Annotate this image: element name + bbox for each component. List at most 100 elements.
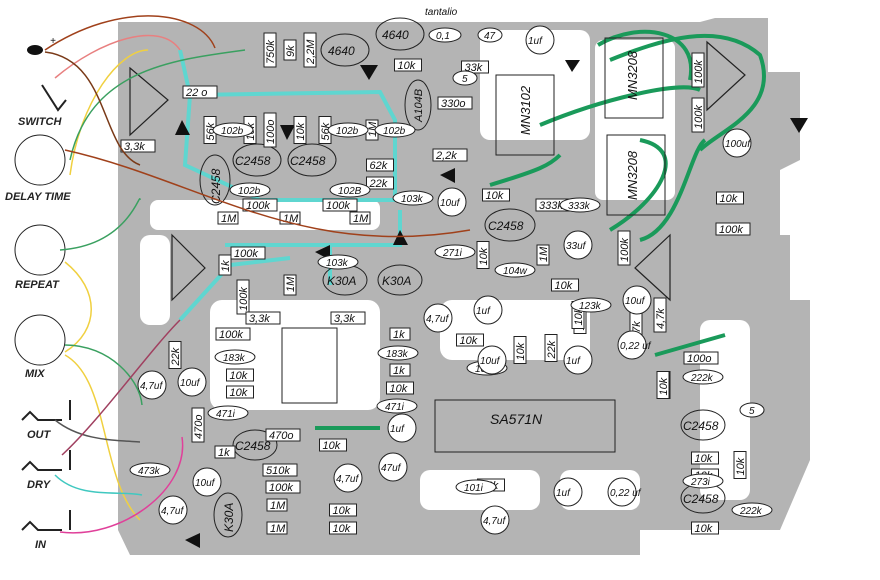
ic-sa571n: SA571N (434, 399, 616, 453)
svg-text:273i: 273i (690, 477, 711, 488)
svg-text:102b: 102b (238, 186, 261, 197)
resistor: 22 o (182, 85, 218, 99)
svg-text:0,22 uf: 0,22 uf (620, 341, 652, 352)
ic-mn3208-2: MN3208 (606, 134, 666, 216)
film-capacitor: 471i (207, 405, 249, 421)
svg-text:4,7uf: 4,7uf (140, 381, 163, 392)
svg-text:183k: 183k (223, 353, 246, 364)
resistor: 10k (293, 116, 307, 144)
svg-text:333k: 333k (539, 200, 563, 212)
svg-text:3,3k: 3,3k (124, 141, 145, 153)
svg-text:222k: 222k (739, 506, 763, 517)
resistor: 3,3k (245, 311, 281, 325)
svg-text:0,22 uf: 0,22 uf (610, 488, 642, 499)
resistor: 470o (191, 407, 205, 443)
svg-text:22 o: 22 o (185, 87, 207, 99)
delay-time-pot-icon[interactable] (14, 134, 66, 186)
svg-text:471i: 471i (385, 402, 405, 413)
svg-text:K30A: K30A (382, 274, 411, 288)
external-controls: + DELAY TIME REPEAT MIX SWITCH OUT DRY I… (5, 36, 71, 551)
svg-text:10uf: 10uf (440, 198, 461, 209)
svg-text:1k: 1k (220, 260, 232, 272)
resistor: 470o (265, 428, 301, 442)
svg-text:100o: 100o (687, 353, 711, 365)
resistor: 10k (551, 278, 579, 292)
svg-text:5: 5 (749, 406, 755, 417)
electrolytic-capacitor: 4,7uf (158, 495, 188, 525)
resistor: 100o (683, 351, 719, 365)
svg-text:1k: 1k (393, 365, 405, 377)
resistor: 10k (319, 438, 347, 452)
resistor: 100k (322, 198, 358, 212)
svg-text:10k: 10k (333, 505, 351, 517)
footswitch-icon[interactable] (41, 84, 67, 112)
svg-text:10k: 10k (323, 440, 341, 452)
svg-text:10k: 10k (695, 523, 713, 535)
resistor: 10k (329, 503, 357, 517)
resistor: 1M (283, 274, 297, 296)
svg-text:4640: 4640 (382, 28, 409, 42)
electrolytic-capacitor: 10uf (477, 345, 507, 375)
svg-text:4,7uf: 4,7uf (161, 506, 184, 517)
svg-text:10uf: 10uf (195, 478, 216, 489)
svg-text:100k: 100k (719, 224, 743, 236)
svg-text:47: 47 (484, 31, 496, 42)
electrolytic-capacitor: 4,7uf (423, 303, 453, 333)
svg-text:1uf: 1uf (390, 424, 405, 435)
resistor: 4,7k (653, 297, 667, 333)
svg-text:471i: 471i (216, 409, 236, 420)
resistor: 750k (263, 32, 277, 68)
svg-text:22k: 22k (546, 340, 558, 359)
electrolytic-capacitor: 1uf (473, 295, 503, 325)
electrolytic-capacitor: 10uf (192, 467, 222, 497)
resistor: 10k (476, 241, 490, 269)
svg-text:2,2M: 2,2M (305, 39, 317, 65)
repeat-pot-icon[interactable] (14, 224, 66, 276)
svg-text:470o: 470o (269, 430, 293, 442)
film-capacitor: 5 (452, 70, 478, 86)
svg-text:100k: 100k (326, 200, 350, 212)
svg-text:C2458: C2458 (290, 154, 326, 168)
film-capacitor: 102b (212, 122, 254, 138)
film-capacitor: 102b (374, 122, 416, 138)
svg-text:10k: 10k (695, 453, 713, 465)
svg-text:123k: 123k (579, 301, 602, 312)
svg-text:C2458: C2458 (209, 168, 223, 204)
film-capacitor: 473k (129, 462, 171, 478)
svg-text:62k: 62k (370, 160, 388, 172)
resistor: 10k (691, 521, 719, 535)
resistor: 100k (617, 230, 631, 266)
resistor: 10k (394, 58, 422, 72)
svg-text:10k: 10k (230, 387, 248, 399)
resistor: 100o (263, 112, 277, 148)
svg-text:4,7uf: 4,7uf (336, 474, 359, 485)
svg-text:MN3208: MN3208 (625, 50, 640, 100)
svg-text:3,3k: 3,3k (249, 313, 270, 325)
dry-jack-icon[interactable] (21, 450, 71, 471)
svg-text:10k: 10k (735, 457, 747, 475)
svg-text:100k: 100k (246, 200, 270, 212)
mix-pot-icon[interactable] (14, 314, 66, 366)
svg-text:222k: 222k (690, 373, 714, 384)
resistor: 100k (215, 327, 251, 341)
svg-text:47uf: 47uf (381, 463, 402, 474)
electrolytic-capacitor: 4,7uf (333, 463, 363, 493)
film-capacitor: 102B (329, 182, 371, 198)
transistor-labels: 4640 4640 A104B C2458 C2458 C2458 C2458 … (199, 17, 726, 538)
svg-text:+: + (50, 36, 56, 47)
svg-text:10k: 10k (555, 280, 573, 292)
film-capacitor: 183k (214, 349, 256, 365)
resistor: 10k (329, 521, 357, 535)
svg-text:750k: 750k (265, 40, 277, 64)
svg-text:104w: 104w (503, 266, 528, 277)
in-jack-icon[interactable] (21, 510, 71, 531)
ic-mn3102: MN3102 (495, 74, 555, 156)
svg-text:4,7uf: 4,7uf (426, 314, 449, 325)
film-capacitor: 271i (434, 244, 476, 260)
electrolytic-capacitor: 47uf (378, 452, 408, 482)
film-capacitor: 47 (477, 27, 503, 43)
out-jack-icon[interactable] (21, 400, 71, 421)
resistor: 1M (217, 211, 239, 225)
svg-text:100k: 100k (234, 248, 258, 260)
resistor: 1M (266, 521, 288, 535)
